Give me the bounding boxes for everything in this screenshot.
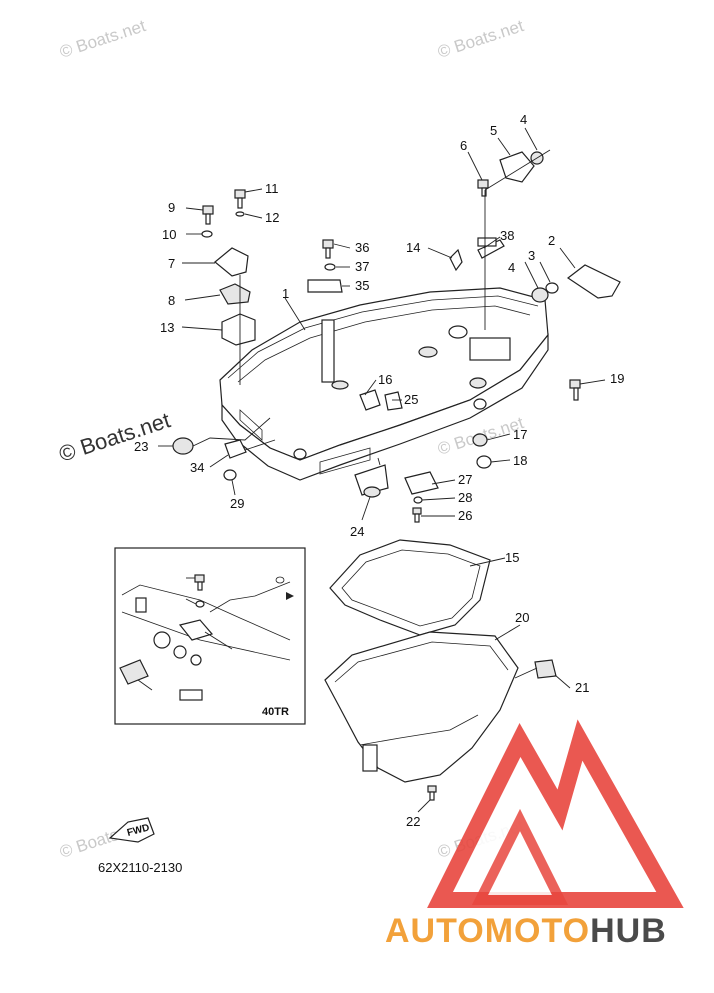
callout-17: 17: [513, 427, 527, 442]
callout-35: 35: [355, 278, 369, 293]
brand-logo: AUTOMOTOHUB: [385, 719, 684, 950]
watermark-text: © Boats.net: [57, 16, 148, 62]
callout-10: 10: [162, 227, 176, 242]
lower-cover: [324, 631, 519, 783]
callout-26: 26: [458, 508, 472, 523]
callout-4-top: 4: [520, 112, 527, 127]
brand-auto: AUTO: [385, 912, 485, 950]
callout-20: 20: [515, 610, 529, 625]
callout-5: 5: [490, 123, 497, 138]
callout-19: 19: [610, 371, 624, 386]
callout-1: 1: [282, 286, 289, 301]
callout-3: 3: [528, 248, 535, 263]
fwd-arrow: FWD: [108, 817, 155, 843]
brand-hub: HUB: [590, 912, 667, 950]
logo-triangle-icon: [427, 719, 684, 908]
brand-moto: MOTO: [485, 912, 590, 950]
diagram-code: 62X2110-2130: [98, 860, 182, 875]
svg-text:AUTOMOTOHUB: AUTOMOTOHUB: [385, 912, 667, 950]
inset-label: 40TR: [262, 706, 289, 718]
callout-14: 14: [406, 240, 420, 255]
callout-7: 7: [168, 256, 175, 271]
callout-4: 4: [508, 260, 515, 275]
callout-34: 34: [190, 460, 204, 475]
callout-29: 29: [230, 496, 244, 511]
bottom-seal: [329, 539, 491, 636]
callout-6: 6: [460, 138, 467, 153]
callout-13: 13: [160, 320, 174, 335]
watermark-text-dark: © Boats.net: [56, 407, 173, 466]
inset-40tr: 40TR: [114, 547, 306, 725]
callout-2: 2: [548, 233, 555, 248]
callout-27: 27: [458, 472, 472, 487]
small-parts: [172, 151, 621, 801]
bottom-cowling: [219, 287, 549, 481]
callout-22: 22: [406, 814, 420, 829]
callout-38: 38: [500, 228, 514, 243]
callout-25: 25: [404, 392, 418, 407]
callout-9: 9: [168, 200, 175, 215]
callout-23: 23: [134, 439, 148, 454]
callout-37: 37: [355, 259, 369, 274]
callout-24: 24: [350, 524, 364, 539]
leader-lines: [158, 127, 606, 813]
callout-8: 8: [168, 293, 175, 308]
callout-16: 16: [378, 372, 392, 387]
callout-21: 21: [575, 680, 589, 695]
callout-11: 11: [265, 181, 279, 196]
callout-28: 28: [458, 490, 472, 505]
watermark-text: © Boats.net: [435, 16, 526, 62]
callout-12: 12: [265, 210, 279, 225]
callout-15: 15: [505, 550, 519, 565]
callout-36: 36: [355, 240, 369, 255]
callout-18: 18: [513, 453, 527, 468]
